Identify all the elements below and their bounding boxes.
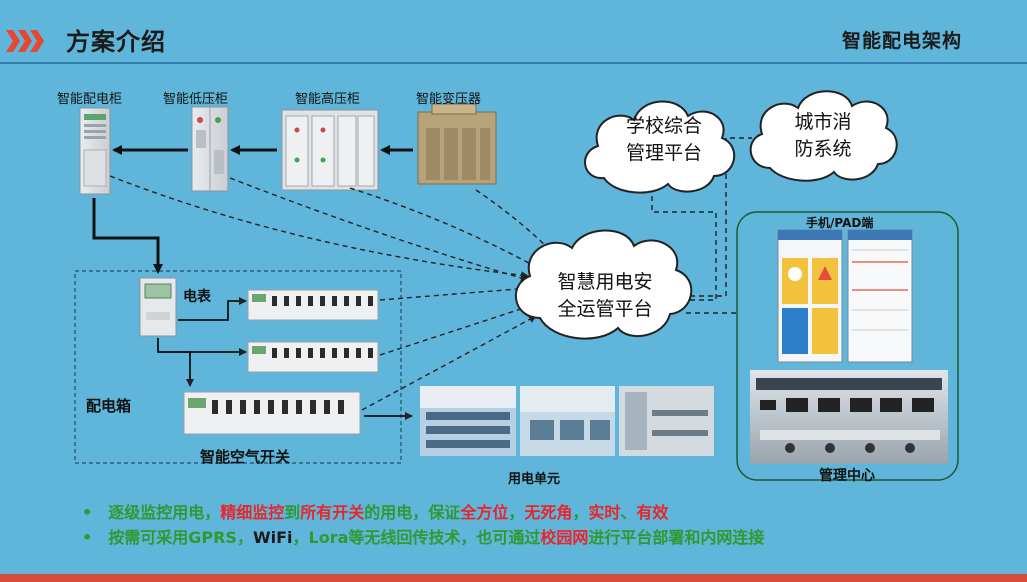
bullet-list: •逐级监控用电，精细监控到所有开关的用电，保证全方位，无死角，实时、有效•按需可… (82, 500, 764, 550)
bullet-text-segment: WiFi (252, 528, 293, 547)
cloud-platform-line2: 全运管平台 (557, 298, 653, 320)
bullet-text-segment: 无死角 (524, 503, 573, 522)
high-voltage-cabinet-image (281, 109, 379, 191)
cloud-platform (514, 229, 693, 340)
footer-bar (0, 574, 1027, 582)
page-subtitle: 智能配电架构 (842, 30, 963, 52)
bullet-text-segment: 全方位 (460, 503, 509, 522)
cloud-school (584, 100, 736, 194)
low-voltage-cabinet-label: 智能低压柜 (163, 92, 229, 107)
arrow-meter-breaker1 (178, 297, 247, 321)
bullet-text-segment: 有效 (636, 503, 669, 522)
chevron-icon (6, 30, 20, 52)
cloud-school-line2: 管理平台 (625, 142, 702, 164)
transformer-image (417, 103, 497, 185)
distribution-box-frame (74, 270, 402, 464)
distribution-cabinet-label: 智能配电柜 (57, 92, 123, 107)
arrow-distribution-to-meter (92, 198, 163, 274)
bullet-text-segment: 校园网 (540, 528, 589, 547)
management-center-label: 管理中心 (819, 468, 875, 484)
bullet-text-segment: 的用电，保证 (364, 503, 461, 522)
cloud-platform-line1: 智慧用电安 (557, 271, 653, 293)
bullet-text-segment: ，Lora等无线回传技术，也可通过 (292, 528, 541, 547)
breaker-row-2 (247, 341, 379, 373)
chevron-icon (18, 30, 32, 52)
dashed-links (109, 137, 752, 411)
bullet-text-segment: ， (572, 503, 589, 522)
power-unit-photo-1 (420, 386, 516, 456)
cloud-school-line1: 学校综合 (625, 115, 702, 137)
cloud-school-text: 学校综合 管理平台 (604, 113, 724, 167)
bullet-text-segment: 到 (284, 503, 301, 522)
header-bar: 方案介绍 智能配电架构 (0, 0, 1027, 64)
meter-image (139, 277, 177, 337)
power-unit-photo-3 (619, 386, 714, 456)
client-panel-frame (736, 211, 959, 481)
power-unit-photo-2 (520, 386, 615, 456)
bullet-text-segment: 实时 (588, 503, 621, 522)
bullet-text-segment: 进行平台部署和内网连接 (588, 528, 765, 547)
arrow-meter-breaker3 (158, 351, 194, 387)
cloud-fire (749, 90, 898, 182)
bullet-text-segment: ， (508, 503, 525, 522)
bullet-marker: • (82, 528, 93, 547)
mobile-app-screenshot-2 (847, 229, 913, 363)
mobile-label: 手机/PAD端 (806, 216, 874, 230)
power-unit-label: 用电单元 (508, 472, 561, 487)
arrow-meter-breaker2 (157, 338, 247, 356)
cloud-fire-line2: 防系统 (794, 138, 852, 160)
cloud-platform-text: 智慧用电安 全运管平台 (540, 269, 670, 323)
breaker-row-1 (247, 289, 379, 321)
bullet-item: • 按需可采用GPRS，WiFi，Lora等无线回传技术，也可通过校园网进行平台部… (82, 525, 764, 550)
bullet-text-segment: 精细监控 (220, 503, 285, 522)
low-voltage-cabinet-image (191, 106, 229, 192)
bullet-text-segment: 逐级监控用电， (108, 503, 221, 522)
bullet-item: •逐级监控用电，精细监控到所有开关的用电，保证全方位，无死角，实时、有效 (82, 500, 764, 525)
distribution-box-label: 配电箱 (86, 397, 132, 415)
page-title: 方案介绍 (66, 28, 166, 56)
distribution-cabinet-image (79, 107, 111, 195)
air-switch-label: 智能空气开关 (200, 448, 291, 466)
transformer-label: 智能变压器 (416, 92, 482, 107)
bullet-marker: • (82, 503, 93, 522)
chevron-icon (30, 30, 44, 52)
cloud-fire-text: 城市消 防系统 (768, 109, 878, 163)
bullet-text-segment: 、 (620, 503, 637, 522)
breaker-row-3 (183, 391, 361, 435)
meter-label: 电表 (183, 289, 211, 305)
header-divider (0, 62, 1027, 64)
cloud-fire-line1: 城市消 (794, 111, 852, 133)
mobile-app-screenshot-1 (777, 229, 843, 363)
management-center-photo (750, 370, 948, 464)
bullet-text-segment: 按需可采用GPRS， (108, 528, 253, 547)
bullet-text-segment: 所有开关 (300, 503, 365, 522)
high-voltage-cabinet-label: 智能高压柜 (295, 92, 361, 107)
